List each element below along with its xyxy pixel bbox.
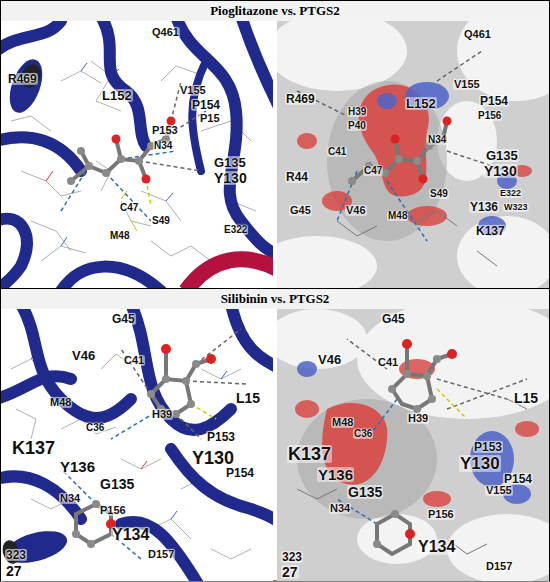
residue-label: C47	[363, 166, 383, 176]
residue-label: W323	[503, 203, 529, 212]
residue-label: K137	[475, 225, 506, 237]
residue-label: V155	[179, 85, 207, 96]
residue-label: D157	[147, 549, 175, 560]
residue-label: S49	[151, 216, 171, 226]
residue-label: 323	[281, 551, 303, 563]
residue-label: V46	[345, 205, 367, 216]
header-band: Silibinin vs. PTGS2	[1, 289, 549, 309]
residue-label: R469	[7, 73, 38, 85]
residue-label: P154	[503, 473, 533, 485]
residue-label: D157	[485, 561, 513, 572]
residue-label: N34	[427, 135, 447, 145]
residue-label: Y136	[59, 459, 96, 474]
residue-label: P153	[151, 125, 179, 136]
residue-label: P154	[191, 99, 221, 111]
residue-label: P40	[347, 121, 367, 131]
residue-label: G45	[381, 313, 406, 325]
residue-label: P154	[225, 467, 255, 479]
residue-label: H39	[407, 413, 429, 424]
residue-label: M48	[49, 397, 72, 408]
residue-label: C47	[119, 203, 139, 213]
residue-label: P156	[427, 509, 455, 520]
residue-label: P156	[99, 505, 127, 516]
residue-label: Y130	[459, 455, 501, 472]
residue-label: 27	[5, 564, 23, 578]
residue-label: V155	[485, 485, 513, 496]
residue-label: Y130	[191, 449, 235, 467]
header-band: Pioglitazone vs. PTGS2	[1, 1, 549, 21]
residue-label: V46	[317, 353, 342, 366]
residue-label: G45	[111, 313, 136, 325]
residue-label: Q461	[463, 29, 492, 40]
residue-label: 323	[5, 549, 27, 561]
residue-label: N34	[153, 141, 173, 151]
residue-label: G45	[289, 205, 312, 216]
residue-label: P154	[479, 95, 509, 107]
residue-label: Y130	[483, 164, 518, 178]
residue-label: P156	[477, 111, 502, 121]
residue-label: H39	[347, 107, 367, 117]
residue-label: N34	[329, 503, 351, 514]
residue-label: P153	[206, 431, 236, 443]
residue-label: P153	[473, 441, 503, 453]
residue-label: Q461	[151, 27, 180, 38]
residue-label: Y136	[317, 467, 354, 482]
residue-label: Y136	[469, 201, 499, 213]
residue-label: C36	[85, 423, 105, 433]
residue-label: C41	[123, 355, 145, 366]
residue-label: G135	[99, 477, 135, 491]
residue-label: V46	[71, 349, 96, 362]
residue-label: L15	[235, 391, 261, 405]
residue-label: L15	[513, 391, 539, 405]
residue-label: C36	[353, 429, 373, 439]
residue-label: Y134	[417, 539, 456, 555]
residue-label: G135	[213, 156, 247, 169]
header-text: Silibinin vs. PTGS2	[221, 291, 330, 307]
residue-label: E322	[499, 189, 522, 198]
residue-label: C41	[377, 357, 399, 368]
residue-label: G135	[347, 485, 383, 499]
residue-label: L152	[101, 89, 133, 102]
residue-label: K137	[287, 445, 332, 463]
header-text: Pioglitazone vs. PTGS2	[210, 3, 340, 19]
residue-label: M48	[387, 211, 408, 221]
residue-label: P15	[199, 113, 221, 124]
residue-label: R469	[285, 93, 316, 105]
residue-label: G135	[485, 149, 519, 162]
residue-label: M48	[331, 417, 354, 428]
residue-label: N34	[59, 493, 81, 504]
residue-label: M48	[109, 231, 130, 241]
residue-label: S49	[429, 189, 449, 199]
residue-label: C41	[327, 147, 347, 157]
residue-label: E322	[223, 225, 248, 235]
residue-label: V155	[453, 79, 481, 90]
residue-label: L152	[405, 97, 437, 110]
residue-label: K137	[11, 439, 56, 457]
residue-label: H39	[151, 409, 173, 420]
residue-label: R44	[285, 171, 309, 183]
protein-cartoon	[1, 21, 273, 288]
residue-label: 27	[281, 565, 299, 579]
residue-label: Y134	[111, 527, 150, 543]
residue-label: Y130	[213, 171, 248, 185]
